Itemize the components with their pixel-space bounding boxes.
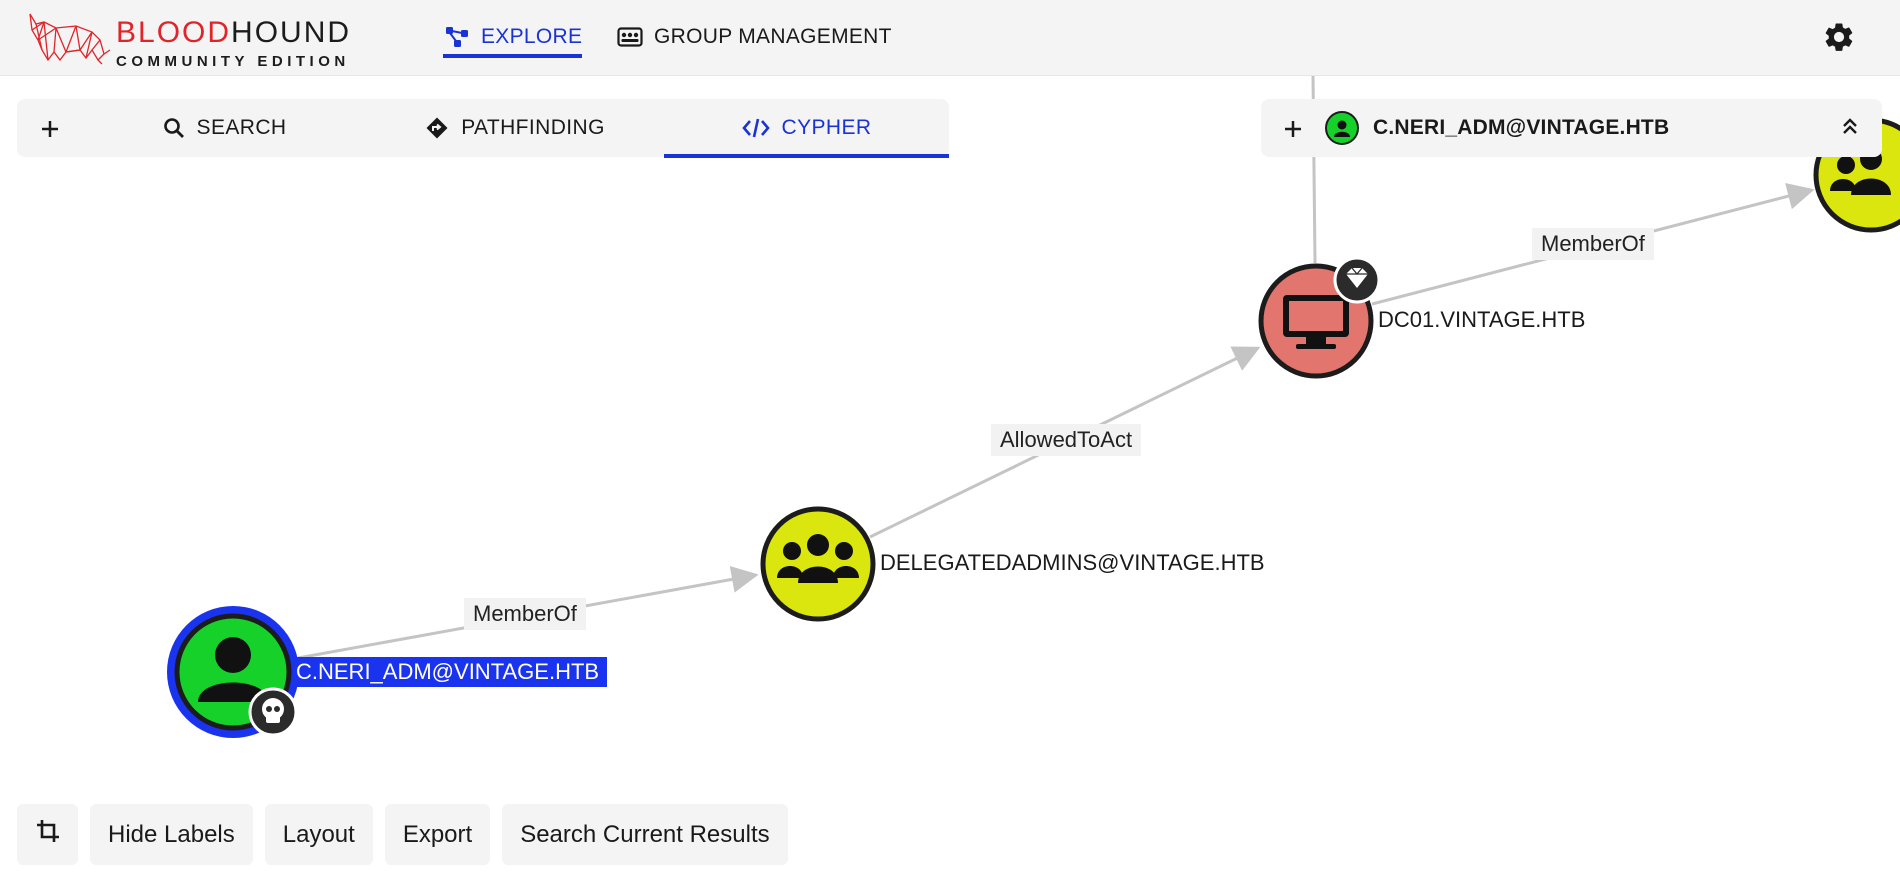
tab-explore-label: EXPLORE bbox=[481, 25, 583, 48]
graph-edges bbox=[167, 75, 1900, 738]
graph-canvas[interactable]: MemberOf AllowedToAct MemberOf C.NERI_AD… bbox=[0, 75, 1900, 880]
tab-group-management[interactable]: GROUP MANAGEMENT bbox=[616, 18, 892, 56]
gem-icon bbox=[1333, 256, 1381, 304]
brand-dark-text: HOUND bbox=[231, 16, 352, 49]
bloodhound-logo[interactable]: BLOODHOUND COMMUNITY EDITION bbox=[26, 10, 356, 70]
tab-pathfinding-label: PATHFINDING bbox=[461, 116, 605, 139]
brand-red-text: BLOOD bbox=[116, 16, 232, 49]
plus-icon bbox=[1283, 110, 1303, 147]
hide-labels-button[interactable]: Hide Labels bbox=[90, 804, 253, 865]
edge-label-memberof-1: MemberOf bbox=[464, 598, 586, 630]
node-label-c-neri-adm[interactable]: C.NERI_ADM@VINTAGE.HTB bbox=[294, 657, 608, 687]
plus-icon bbox=[40, 110, 60, 147]
node-label-delegatedadmins[interactable]: DELEGATEDADMINS@VINTAGE.HTB bbox=[880, 550, 1265, 575]
settings-gear-icon[interactable] bbox=[1822, 20, 1856, 54]
export-button[interactable]: Export bbox=[384, 804, 491, 865]
add-entity-button[interactable] bbox=[1261, 110, 1325, 147]
double-chevron-up-icon bbox=[1840, 116, 1860, 141]
node-label-dc01[interactable]: DC01.VINTAGE.HTB bbox=[1378, 307, 1586, 332]
entity-title: C.NERI_ADM@VINTAGE.HTB bbox=[1373, 116, 1670, 139]
top-bar: BLOODHOUND COMMUNITY EDITION EXPLORE G bbox=[0, 0, 1900, 76]
code-icon bbox=[741, 117, 770, 139]
tab-search[interactable]: SEARCH bbox=[83, 99, 366, 157]
tab-group-management-label: GROUP MANAGEMENT bbox=[654, 25, 892, 48]
add-search-button[interactable] bbox=[17, 99, 83, 157]
tab-cypher-label: CYPHER bbox=[781, 116, 872, 139]
user-avatar-icon bbox=[1325, 111, 1359, 145]
edge-label-allowedtoact: AllowedToAct bbox=[991, 424, 1142, 456]
hound-logo-icon bbox=[29, 13, 111, 65]
directions-icon bbox=[425, 116, 449, 140]
id-card-icon bbox=[616, 23, 644, 51]
brand-text: BLOODHOUND COMMUNITY EDITION bbox=[116, 16, 352, 70]
tab-pathfinding[interactable]: PATHFINDING bbox=[366, 99, 664, 157]
tab-cypher[interactable]: CYPHER bbox=[664, 99, 949, 158]
search-icon bbox=[163, 117, 185, 139]
skull-icon bbox=[248, 687, 298, 737]
tab-explore[interactable]: EXPLORE bbox=[443, 18, 583, 58]
collapse-panel-button[interactable] bbox=[1818, 116, 1882, 141]
tab-search-label: SEARCH bbox=[196, 116, 287, 139]
entity-info-panel: C.NERI_ADM@VINTAGE.HTB bbox=[1261, 99, 1882, 157]
crop-button[interactable] bbox=[17, 804, 78, 865]
search-panel: SEARCH PATHFINDING CYPHER bbox=[17, 99, 949, 158]
crop-icon bbox=[35, 818, 61, 851]
node-group-delegatedadmins[interactable] bbox=[760, 506, 876, 622]
search-current-results-button[interactable]: Search Current Results bbox=[502, 804, 788, 865]
graph-icon bbox=[443, 23, 471, 51]
layout-button[interactable]: Layout bbox=[264, 804, 373, 865]
graph-controls: Hide Labels Layout Export Search Current… bbox=[17, 804, 788, 865]
edge-label-memberof-2: MemberOf bbox=[1532, 228, 1654, 260]
brand-subtitle: COMMUNITY EDITION bbox=[116, 53, 350, 70]
